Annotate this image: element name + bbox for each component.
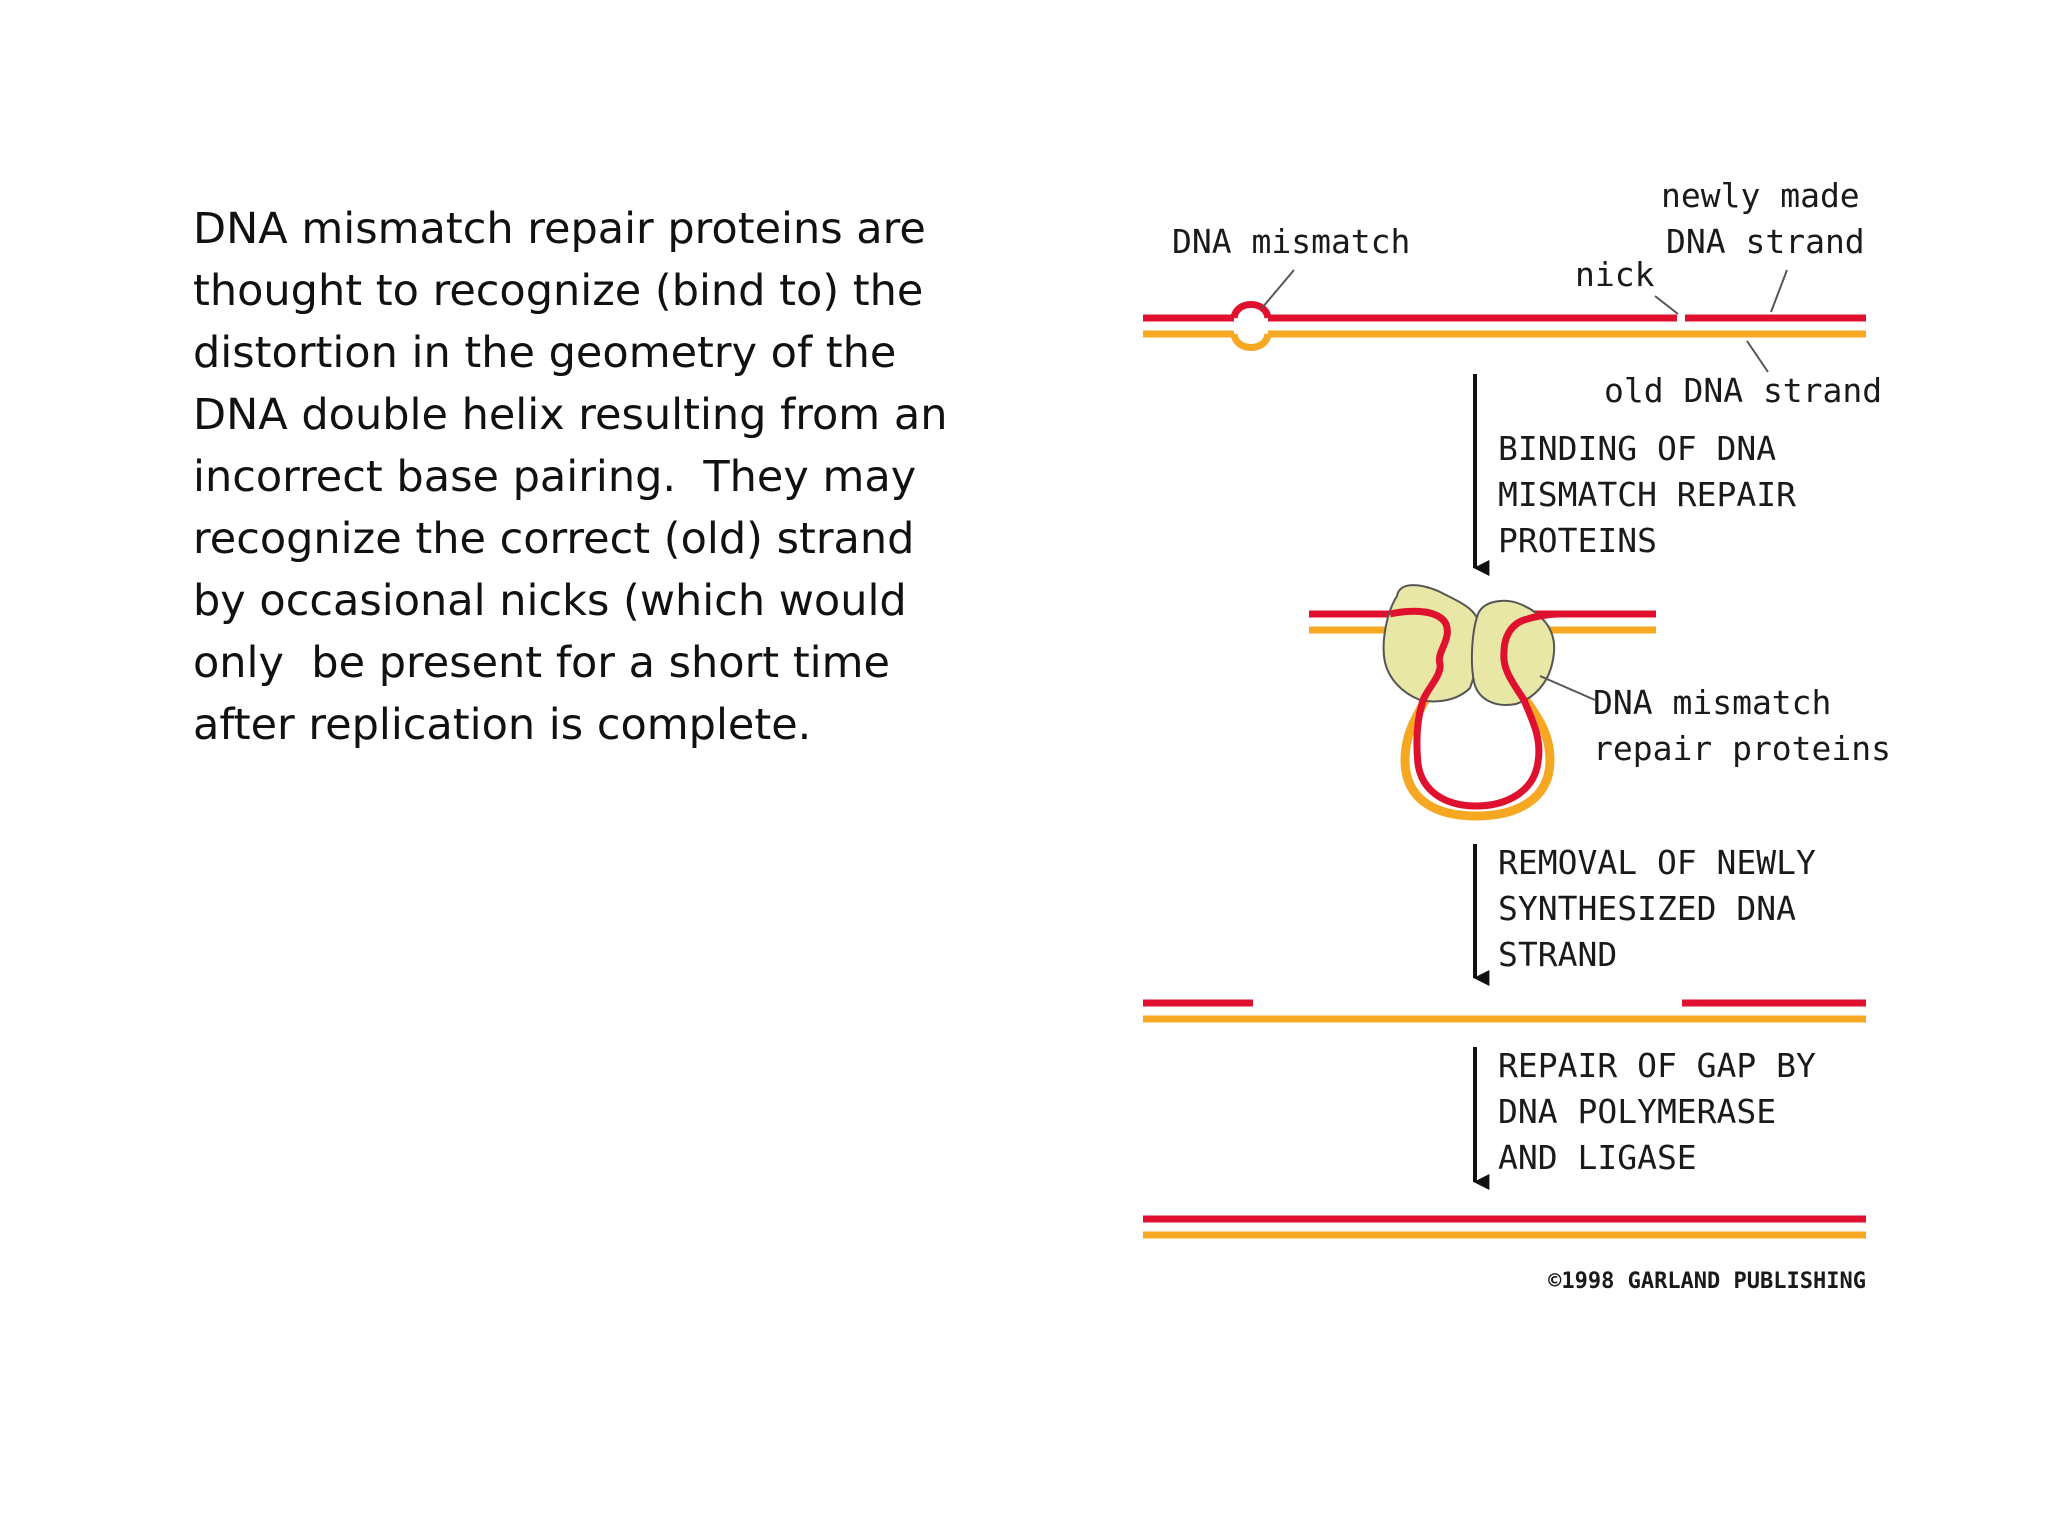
copyright-notice: ©1998 GARLAND PUBLISHING	[1548, 1269, 1866, 1294]
paragraph-line: after replication is complete.	[193, 700, 812, 750]
mismatch-bulge-new	[1230, 301, 1272, 319]
paragraph-line: by occasional nicks (which would	[193, 576, 907, 626]
mismatch-leader	[1261, 269, 1295, 309]
step1-line-1: BINDING OF DNA	[1498, 429, 1776, 468]
label-proteins-2: repair proteins	[1593, 729, 1891, 768]
paragraph-line: only be present for a short time	[193, 638, 890, 688]
paragraph-line: incorrect base pairing. They may	[193, 452, 917, 502]
nick-leader	[1654, 295, 1679, 315]
label-old-strand: old DNA strand	[1604, 371, 1882, 410]
paragraph-line: thought to recognize (bind to) the	[193, 266, 924, 316]
paragraph-line: DNA double helix resulting from an	[193, 390, 948, 440]
proteins-leader	[1539, 675, 1596, 701]
step-binding: BINDING OF DNA MISMATCH REPAIR PROTEINS	[1473, 374, 1796, 576]
mismatch-bulge-old	[1230, 333, 1272, 351]
label-proteins-1: DNA mismatch	[1593, 683, 1831, 722]
label-dna-strand: DNA strand	[1666, 222, 1865, 261]
paragraph-line: DNA mismatch repair proteins are	[193, 204, 926, 254]
step2-line-3: STRAND	[1498, 935, 1617, 974]
step3-line-1: REPAIR OF GAP BY	[1498, 1046, 1816, 1085]
stage-protein-binding: DNA mismatch repair proteins	[1309, 584, 1891, 821]
step3-line-3: AND LIGASE	[1498, 1138, 1697, 1177]
paragraph-line: distortion in the geometry of the	[193, 328, 897, 378]
paragraph-line: recognize the correct (old) strand	[193, 514, 915, 564]
step2-line-2: SYNTHESIZED DNA	[1498, 889, 1796, 928]
label-nick: nick	[1575, 255, 1655, 294]
step1-line-2: MISMATCH REPAIR	[1498, 475, 1796, 514]
explanation-paragraph: DNA mismatch repair proteins are thought…	[193, 198, 953, 756]
new-strand-loop	[1389, 607, 1561, 810]
step3-line-2: DNA POLYMERASE	[1498, 1092, 1776, 1131]
repair-protein-right	[1470, 599, 1556, 706]
step-repair: REPAIR OF GAP BY DNA POLYMERASE AND LIGA…	[1473, 1046, 1816, 1190]
label-newly-made: newly made	[1661, 176, 1860, 215]
stage-mismatch-dna: DNA mismatch newly made DNA strand nick …	[1143, 176, 1882, 410]
step2-line-1: REMOVAL OF NEWLY	[1498, 843, 1816, 882]
stage-gap	[1143, 999, 1866, 1023]
stage-repaired	[1143, 1215, 1866, 1239]
step1-line-3: PROTEINS	[1498, 521, 1657, 560]
step-removal: REMOVAL OF NEWLY SYNTHESIZED DNA STRAND	[1473, 843, 1816, 986]
old-strand-leader	[1746, 340, 1769, 373]
label-dna-mismatch: DNA mismatch	[1172, 222, 1410, 261]
newly-made-leader	[1770, 269, 1788, 313]
